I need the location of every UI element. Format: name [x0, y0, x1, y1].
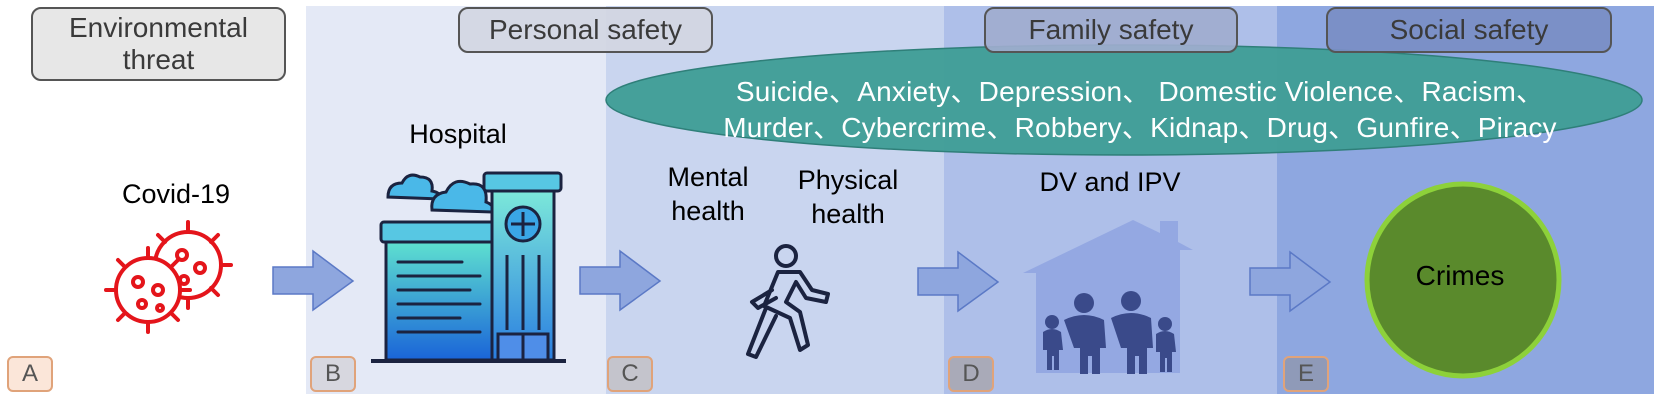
- panel-tag-e: E: [1283, 356, 1329, 392]
- panel-tag-d: D: [948, 356, 994, 392]
- right-arrow-icon: [272, 249, 355, 312]
- family-house-icon: [1023, 220, 1193, 374]
- panel-tag-b: B: [310, 356, 356, 392]
- crimes-circle: [1364, 181, 1562, 379]
- header-family-safety: Family safety: [984, 7, 1238, 53]
- header-social-safety: Social safety: [1326, 7, 1612, 53]
- right-arrow-icon: [579, 249, 662, 312]
- header-environmental-threat: Environmental threat: [31, 7, 286, 81]
- label-mental-line2: health: [671, 196, 745, 226]
- label-mental-health: Mental health: [648, 160, 768, 228]
- label-mental-line1: Mental: [667, 162, 749, 192]
- label-physical-line2: health: [811, 199, 885, 229]
- label-hospital: Hospital: [409, 119, 507, 149]
- virus-particle-front: [104, 246, 192, 334]
- label-covid: Covid-19: [121, 179, 231, 209]
- crime-list-line-1: Suicide、Anxiety、Depression、 Domestic Vio…: [735, 76, 1545, 107]
- crime-list-line-2: Murder、Cybercrime、Robbery、Kidnap、Drug、Gu…: [723, 112, 1557, 143]
- header-personal-safety: Personal safety: [458, 7, 713, 53]
- family-figures-icon: [1043, 291, 1176, 374]
- panel-tag-c: C: [607, 356, 653, 392]
- hospital-building-icon: [371, 171, 566, 363]
- right-arrow-icon: [1249, 250, 1332, 313]
- panel-tag-a: A: [7, 356, 53, 392]
- label-physical-health: Physical health: [783, 163, 913, 231]
- label-physical-line1: Physical: [797, 165, 899, 195]
- right-arrow-icon: [917, 250, 1000, 313]
- walking-person-icon: [746, 244, 830, 359]
- cloud-icon: [386, 173, 442, 201]
- medical-cross-icon: [511, 212, 535, 236]
- label-dv-ipv: DV and IPV: [1039, 167, 1181, 197]
- header-environmental-line1: Environmental: [69, 12, 248, 43]
- virus-icon: [104, 220, 233, 334]
- label-crimes: Crimes: [1415, 260, 1505, 291]
- header-environmental-line2: threat: [122, 44, 195, 75]
